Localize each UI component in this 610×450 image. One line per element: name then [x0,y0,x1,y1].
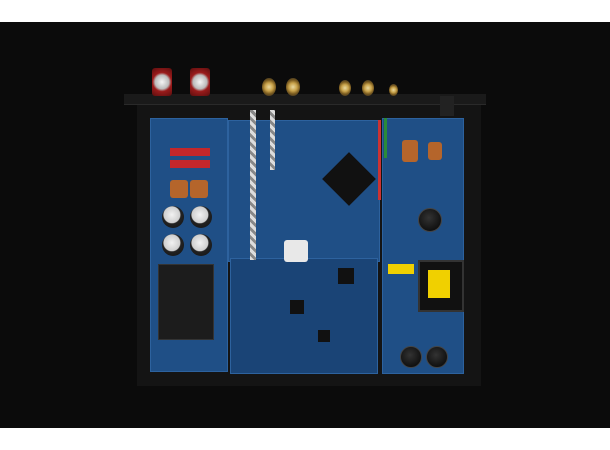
wire [378,120,381,200]
transformer-coil [428,270,450,298]
capacitor [418,208,442,232]
dac-board [230,258,378,374]
wire [384,118,387,158]
power-inlet [440,96,454,116]
cable [270,110,275,170]
speaker-terminal [190,68,210,96]
capacitor [426,346,448,368]
ic-chip [290,300,304,314]
ferrite-core [284,240,308,262]
speaker-terminal [152,68,172,96]
capacitor [400,346,422,368]
ic-chip [318,330,330,342]
inductor [190,180,208,198]
rca-jack [339,80,351,96]
power-supply-board [382,118,464,374]
capacitor [162,206,184,228]
relay [170,160,210,168]
y-capacitor [388,264,414,274]
rca-jack [362,80,374,96]
capacitor [190,234,212,256]
capacitor [190,206,212,228]
inductor [170,180,188,198]
relay [170,148,210,156]
rca-jack [286,78,300,96]
rca-jack [262,78,276,96]
ic-chip [338,268,354,284]
heatsink [158,264,214,340]
inductor [428,142,442,160]
chassis-rear-lip [124,94,486,105]
inductor [402,140,418,162]
rca-jack [389,84,398,96]
cable [250,110,256,260]
capacitor [162,234,184,256]
